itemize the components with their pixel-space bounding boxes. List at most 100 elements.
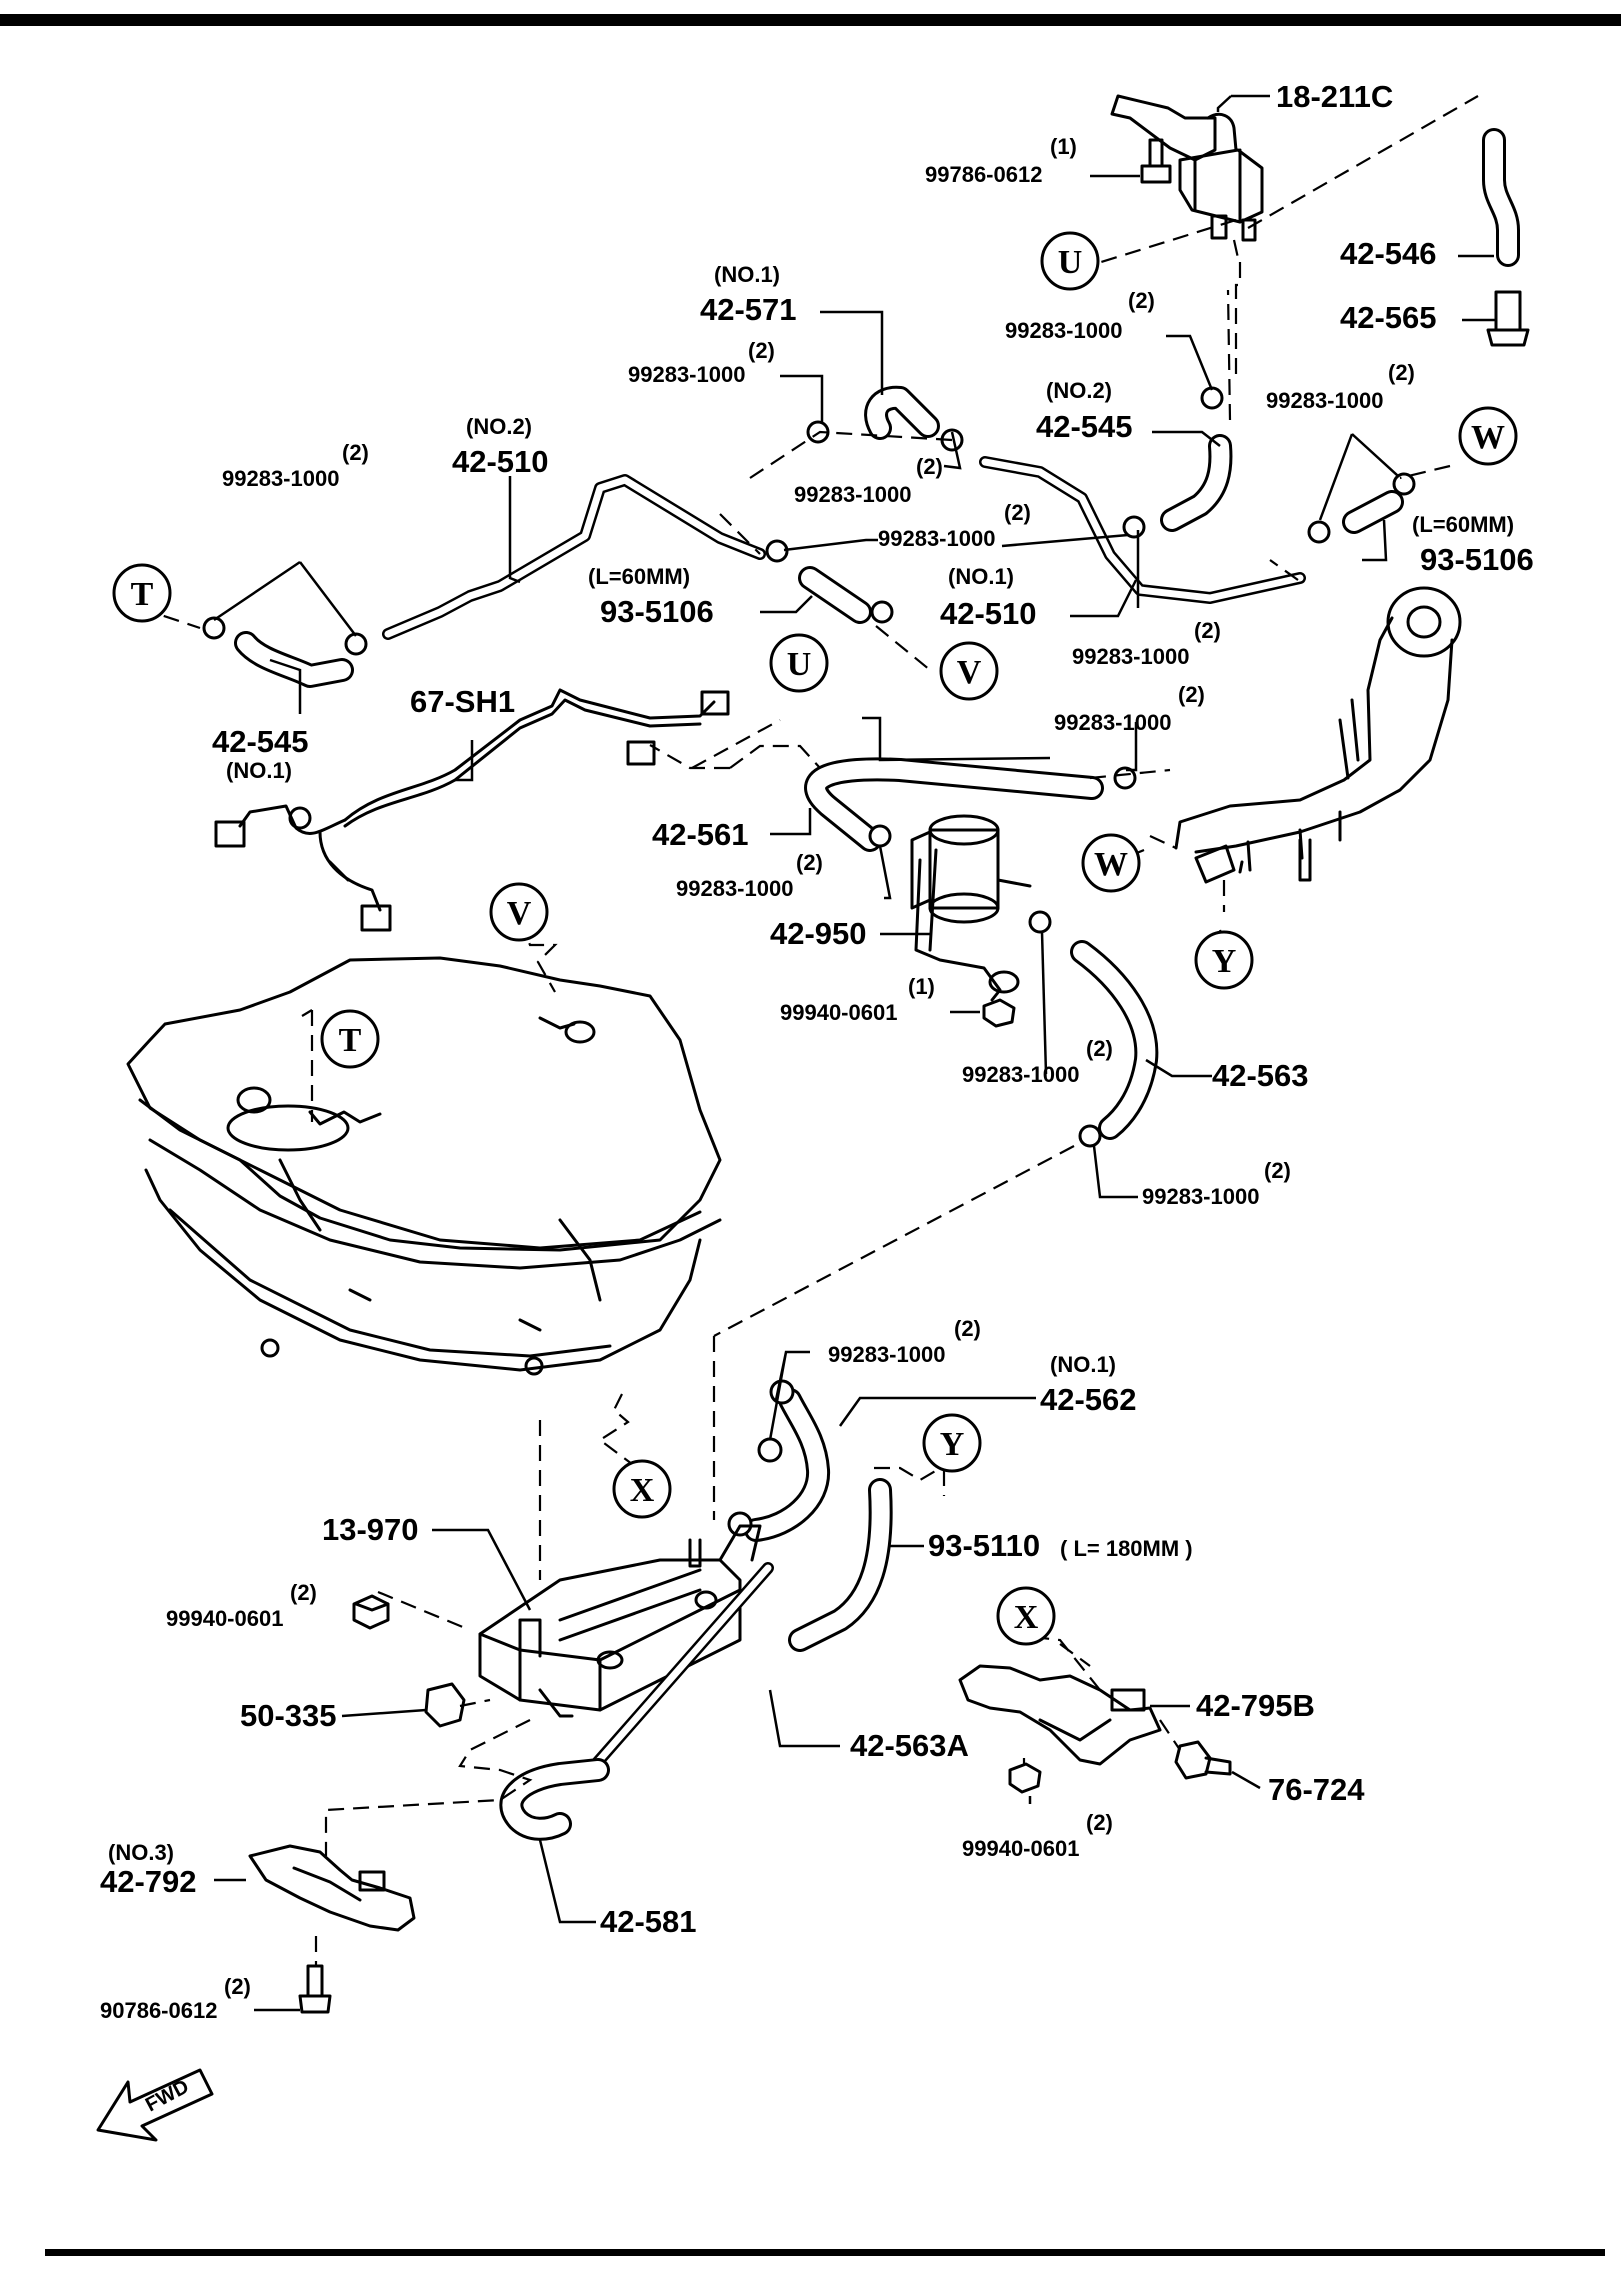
svg-text:V: V — [957, 654, 982, 691]
pipe-42-510-no2 — [382, 474, 766, 640]
label-len60-right: (L=60MM) — [1412, 512, 1514, 537]
label-clamp-l: 99283-1000 — [828, 1342, 945, 1367]
label-qty-clamp-l: (2) — [954, 1316, 981, 1341]
label-qty-clamp-i: (2) — [796, 850, 823, 875]
label-no3-42-792: (NO.3) — [108, 1840, 174, 1865]
label-42-546: 42-546 — [1340, 236, 1437, 271]
label-qty-nut-a: (1) — [908, 974, 935, 999]
hose-42-563 — [1070, 940, 1159, 1140]
label-qty-clamp-g: (2) — [1194, 618, 1221, 643]
bolt-42-565 — [1486, 290, 1530, 347]
ref-circle-w-right: W — [1458, 406, 1518, 466]
label-clamp-b: 99283-1000 — [628, 362, 745, 387]
hose-42-571 — [864, 385, 940, 440]
label-clamp-h: 99283-1000 — [1054, 710, 1171, 735]
label-42-510-no2: 42-510 — [452, 444, 549, 479]
label-clamp-j: 99283-1000 — [962, 1062, 1079, 1087]
label-50-335: 50-335 — [240, 1698, 337, 1733]
svg-text:T: T — [131, 576, 154, 613]
label-42-950: 42-950 — [770, 916, 867, 951]
label-93-5106-left: 93-5106 — [600, 594, 714, 629]
label-qty-clamp-a: (2) — [1128, 288, 1155, 313]
leader-lines — [213, 94, 1496, 2012]
label-qty-clamp-b: (2) — [748, 338, 775, 363]
label-qty-nut-b: (2) — [290, 1580, 317, 1605]
label-clamp-g: 99283-1000 — [1072, 644, 1189, 669]
label-no2-42-510: (NO.2) — [466, 414, 532, 439]
hose-93-5106-left — [798, 566, 872, 624]
label-no2-42-545: (NO.2) — [1046, 378, 1112, 403]
ref-circle-v-top: V — [939, 641, 999, 701]
fwd-arrow-icon: FWD — [96, 2068, 214, 2142]
nut-99940-0601-c — [1008, 1762, 1042, 1794]
label-18-211c: 18-211C — [1276, 79, 1393, 114]
bottom-border — [45, 2249, 1605, 2256]
rod-42-563a — [590, 1562, 774, 1770]
solenoid-valve-18-211c — [1110, 94, 1264, 242]
svg-text:Y: Y — [940, 1426, 965, 1463]
ref-circle-t-tank: T — [320, 1009, 380, 1069]
label-42-581: 42-581 — [600, 1904, 697, 1939]
label-no1-42-562: (NO.1) — [1050, 1352, 1116, 1377]
hose-42-545-no1 — [234, 631, 354, 688]
purge-valve-42-950 — [910, 814, 1032, 1002]
label-76-724: 76-724 — [1268, 1772, 1365, 1807]
svg-text:W: W — [1094, 846, 1128, 883]
label-93-5106-right: 93-5106 — [1420, 542, 1534, 577]
bracket-42-792 — [248, 1844, 416, 1932]
label-clamp-a: 99283-1000 — [1005, 318, 1122, 343]
label-len180: ( L= 180MM ) — [1060, 1536, 1193, 1561]
label-42-545-no2: 42-545 — [1036, 409, 1133, 444]
label-qty-clamp-j: (2) — [1086, 1036, 1113, 1061]
bracket-42-795b — [958, 1664, 1162, 1766]
label-13-970: 13-970 — [322, 1512, 419, 1547]
hose-42-561 — [804, 757, 1104, 852]
ref-circle-y-lower: Y — [922, 1413, 982, 1473]
bolt-76-724 — [1174, 1740, 1232, 1780]
clamps-lower — [727, 1379, 795, 1537]
nut-99940-0601-b — [352, 1594, 390, 1630]
ref-circle-u-mid: U — [769, 633, 829, 693]
label-99940-0601-b: 99940-0601 — [166, 1606, 283, 1631]
clip-50-335 — [424, 1682, 466, 1728]
svg-text:X: X — [630, 1472, 655, 1509]
label-qty-bolt-90786: (2) — [224, 1974, 251, 1999]
label-93-5110: 93-5110 — [928, 1528, 1040, 1563]
label-42-563a: 42-563A — [850, 1728, 969, 1763]
nut-99940-0601-a — [982, 998, 1016, 1028]
label-qty-clamp-k: (2) — [1264, 1158, 1291, 1183]
hose-42-562 — [744, 1388, 831, 1542]
part-labels: 18-211C (1) 99786-0612 42-546 42-565 (NO… — [100, 79, 1534, 2023]
label-clamp-d: 99283-1000 — [222, 466, 339, 491]
label-90786-0612: 90786-0612 — [100, 1998, 217, 2023]
label-clamp-k: 99283-1000 — [1142, 1184, 1259, 1209]
label-qty-99786: (1) — [1050, 134, 1077, 159]
label-42-795b: 42-795B — [1196, 1688, 1315, 1723]
label-len60-left: (L=60MM) — [588, 564, 690, 589]
label-42-545-no1: 42-545 — [212, 724, 309, 759]
ref-circle-t-left: T — [112, 563, 172, 623]
label-42-510-no1: 42-510 — [940, 596, 1037, 631]
label-67-sh1: 67-SH1 — [410, 684, 515, 719]
label-qty-nut-c: (2) — [1086, 1810, 1113, 1835]
label-42-561: 42-561 — [652, 817, 749, 852]
bolt-90786-0612 — [298, 1964, 332, 2014]
svg-text:Y: Y — [1212, 943, 1237, 980]
top-border — [0, 14, 1621, 26]
svg-text:X: X — [1014, 1599, 1039, 1636]
ref-circle-w-mid: W — [1081, 833, 1141, 893]
label-42-563: 42-563 — [1212, 1058, 1309, 1093]
label-99940-0601-c: 99940-0601 — [962, 1836, 1079, 1861]
hose-42-545-no2 — [1160, 434, 1233, 532]
ref-circle-x-right: X — [996, 1586, 1056, 1646]
label-qty-clamp-f: (2) — [1004, 500, 1031, 525]
label-clamp-c: 99283-1000 — [1266, 388, 1383, 413]
ref-circle-y-mid: Y — [1194, 930, 1254, 990]
hose-93-5110 — [788, 1478, 893, 1652]
label-99940-0601-a: 99940-0601 — [780, 1000, 897, 1025]
label-qty-clamp-c: (2) — [1388, 360, 1415, 385]
pipe-42-510-no1 — [979, 456, 1306, 604]
label-qty-clamp-d: (2) — [342, 440, 369, 465]
